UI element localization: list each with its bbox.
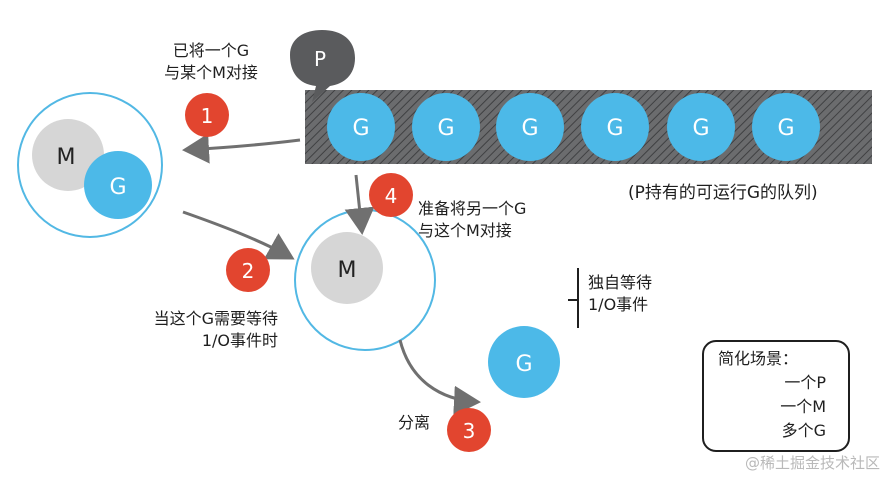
machine2-m-label: M xyxy=(338,258,357,283)
wait-note: 独自等待 1/O事件 xyxy=(588,272,652,316)
machine1-g xyxy=(84,151,152,219)
queue-g-4 xyxy=(581,93,649,161)
queue-g-2 xyxy=(412,93,480,161)
p-bubble xyxy=(290,30,355,102)
step-badge xyxy=(226,248,270,292)
wait-note-line1: 独自等待 xyxy=(588,273,653,292)
step2-label: 当这个G需要等待 1/O事件时 xyxy=(90,308,278,352)
step1-label: 已将一个G 与某个M对接 xyxy=(146,40,276,84)
summary-item: 一个P xyxy=(784,373,826,392)
p-label: P xyxy=(314,47,326,71)
step1-line2: 与某个M对接 xyxy=(164,63,258,82)
step2-line1: 当这个G需要等待 xyxy=(153,309,278,328)
queue-g-label: G xyxy=(352,116,369,141)
step-number: 4 xyxy=(385,184,398,208)
machine1-g-label: G xyxy=(109,175,126,200)
step-number: 3 xyxy=(463,419,476,443)
detached-g xyxy=(488,326,560,398)
step3-label: 分离 xyxy=(398,413,431,432)
step-badge xyxy=(447,408,491,452)
step2-line2: 1/O事件时 xyxy=(201,331,278,350)
queue-g-label: G xyxy=(606,116,623,141)
step-badge xyxy=(369,173,413,217)
machine1-m-label: M xyxy=(57,145,76,170)
arrow-queue-to-machine2 xyxy=(344,174,375,235)
queue-g-6 xyxy=(752,93,820,161)
queue-g-label: G xyxy=(777,116,794,141)
machine1-m xyxy=(32,119,104,191)
machine2-m xyxy=(311,232,383,304)
summary-box: 简化场景： 一个P 一个M 多个G xyxy=(702,340,850,452)
arrow-machine1-to-machine2 xyxy=(182,210,295,260)
queue-g-label: G xyxy=(437,116,454,141)
queue-g-1 xyxy=(327,93,395,161)
wait-note-line2: 1/O事件 xyxy=(588,295,649,314)
step-badge xyxy=(185,93,229,137)
queue-items: G G G G G G xyxy=(327,93,820,161)
detached-g-label: G xyxy=(515,352,532,377)
queue-g-5 xyxy=(667,93,735,161)
watermark: @稀土掘金技术社区 xyxy=(744,454,880,472)
arrow-queue-to-machine1 xyxy=(182,133,301,164)
step4-label: 准备将另一个G 与这个M对接 xyxy=(418,198,526,242)
queue-g-label: G xyxy=(521,116,538,141)
step-number: 2 xyxy=(242,259,255,283)
arrow-machine2-to-detached-g xyxy=(398,339,481,416)
summary-item: 一个M xyxy=(780,397,826,416)
step-number: 1 xyxy=(201,104,214,128)
summary-item: 多个G xyxy=(781,421,826,440)
step4-line2: 与这个M对接 xyxy=(418,221,512,240)
queue-caption: (P持有的可运行G的队列) xyxy=(628,183,818,203)
step4-line1: 准备将另一个G xyxy=(418,199,527,218)
step1-line1: 已将一个G xyxy=(172,41,250,60)
summary-title: 简化场景： xyxy=(718,349,799,368)
queue-g-3 xyxy=(496,93,564,161)
queue-g-label: G xyxy=(692,116,709,141)
